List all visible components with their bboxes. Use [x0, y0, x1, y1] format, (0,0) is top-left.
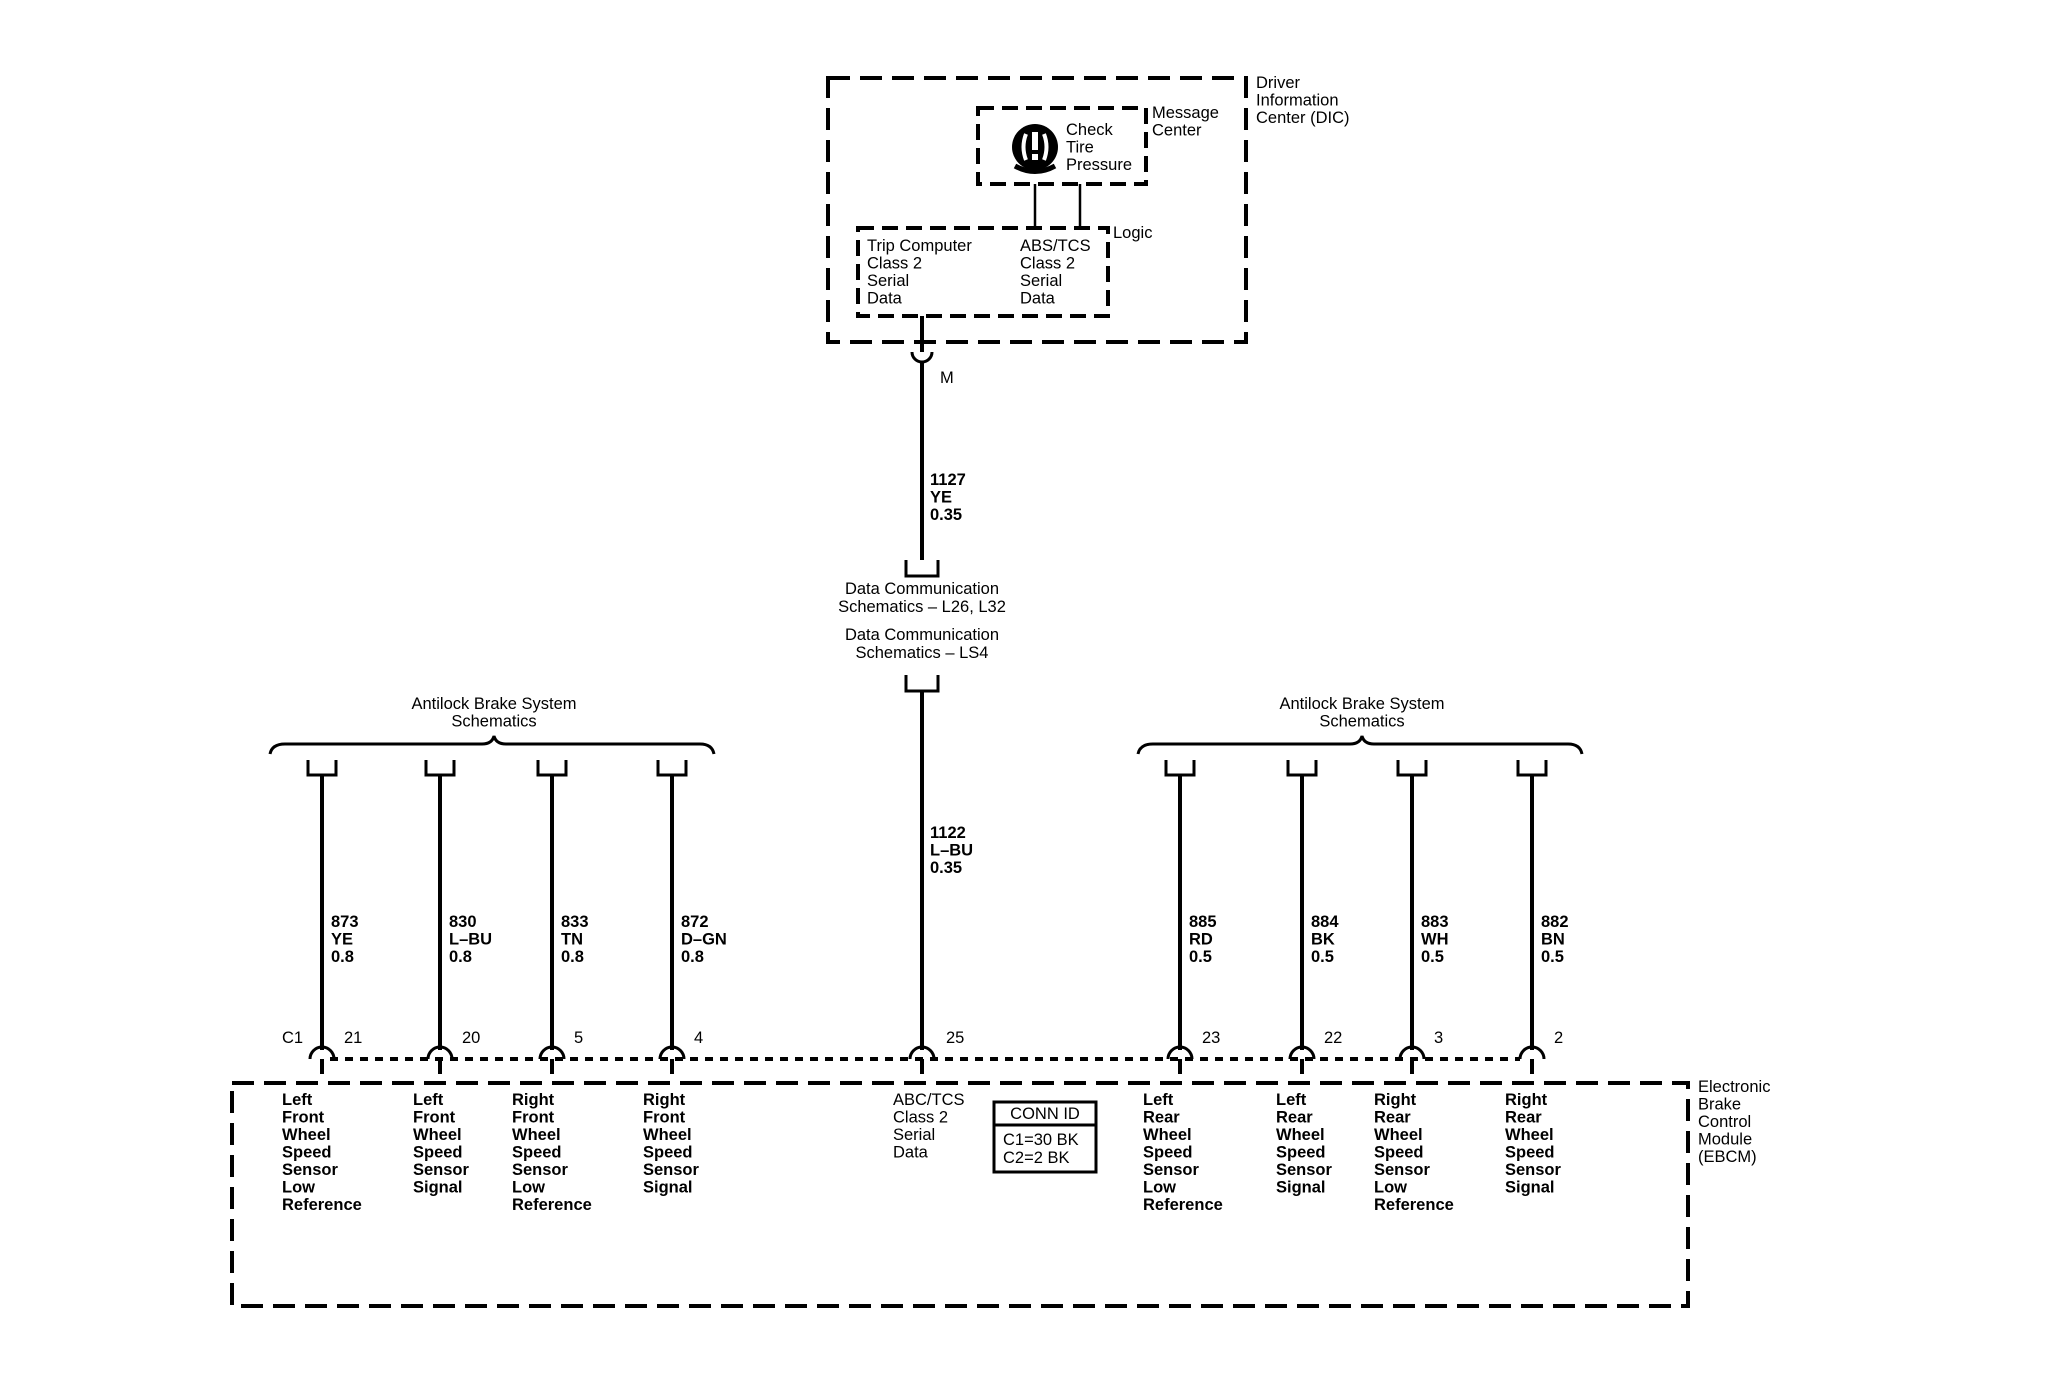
- abs-brace-left: [268, 735, 716, 755]
- trunk-lower-terminal: [904, 675, 940, 693]
- abs-terminal-20: [424, 760, 456, 777]
- abs-terminal-22: [1286, 760, 1318, 777]
- conn-id-row-c2: C2=2 BK: [1003, 1149, 1070, 1167]
- pin-21: 21: [344, 1029, 362, 1047]
- abs-terminal-21: [306, 760, 338, 777]
- abs-terminal-2: [1516, 760, 1548, 777]
- connector-pin-23: [1166, 1045, 1194, 1060]
- conn-id-row-c1: C1=30 BK: [1003, 1131, 1079, 1149]
- connector-m: [910, 342, 934, 364]
- abs-terminal-3: [1396, 760, 1428, 777]
- pin-23: 23: [1202, 1029, 1220, 1047]
- connector-pin-22: [1288, 1045, 1316, 1060]
- conn-id-header: CONN ID: [1010, 1105, 1080, 1123]
- abs-brace-right: [1136, 735, 1584, 755]
- connector-pin-4: [658, 1045, 686, 1060]
- pin-2: 2: [1554, 1029, 1563, 1047]
- connector-m-label: M: [940, 369, 954, 387]
- logic-box: [856, 226, 1110, 318]
- trunk-upper-terminal: [904, 560, 940, 578]
- pin-22: 22: [1324, 1029, 1342, 1047]
- logic-label: Logic: [1113, 224, 1152, 242]
- connector-pin-25: [908, 1045, 936, 1060]
- message-center-box: [976, 106, 1148, 186]
- connector-pin-21: [308, 1045, 336, 1060]
- abs-terminal-5: [536, 760, 568, 777]
- connector-pin-2: [1518, 1045, 1546, 1060]
- connector-pin-20: [426, 1045, 454, 1060]
- conn-id-table: CONN ID C1=30 BK C2=2 BK: [992, 1100, 1098, 1174]
- ebcm-module-box: [230, 1081, 1690, 1308]
- abs-terminal-23: [1164, 760, 1196, 777]
- pin-4: 4: [694, 1029, 703, 1047]
- abs-terminal-4: [656, 760, 688, 777]
- connector-pin-3: [1398, 1045, 1426, 1060]
- connector-pin-5: [538, 1045, 566, 1060]
- pin-25: 25: [946, 1029, 964, 1047]
- pin-5: 5: [574, 1029, 583, 1047]
- pin-3: 3: [1434, 1029, 1443, 1047]
- pin-20: 20: [462, 1029, 480, 1047]
- tire-pressure-warning-icon: [1012, 124, 1058, 174]
- dic-module-box: [826, 76, 1248, 344]
- ebcm-connector-c1: C1: [282, 1029, 303, 1047]
